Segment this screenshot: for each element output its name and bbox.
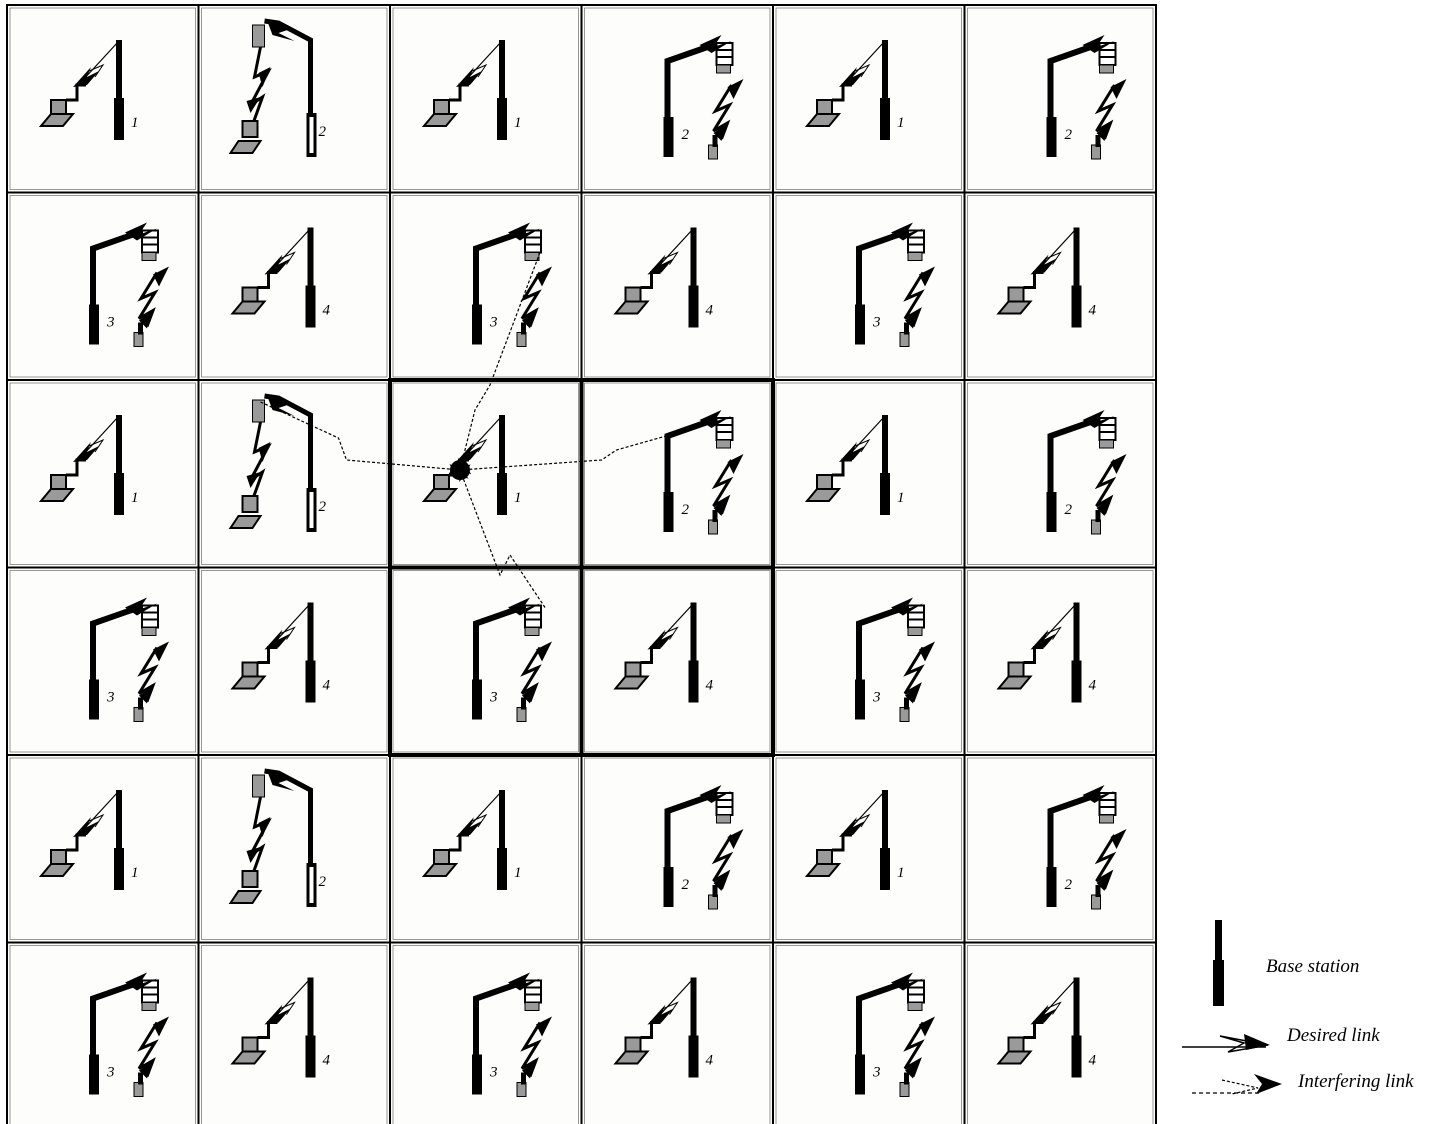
- cell-number-label: 4: [1089, 303, 1097, 319]
- cell-number-label: 1: [131, 865, 139, 881]
- cell-r5-c4: 2: [582, 755, 774, 943]
- cell-r4-c6: 4: [965, 568, 1157, 756]
- cell-number-label: 4: [706, 303, 714, 319]
- cell-r4-c1: 3: [7, 568, 199, 756]
- legend-interfering-link-icon: [1192, 1074, 1282, 1094]
- cell-r3-c4: 2: [582, 380, 774, 568]
- cell-r3-c6: 2: [965, 380, 1157, 568]
- cell-number-label: 2: [1065, 877, 1073, 893]
- cell-number-label: 4: [1089, 1053, 1097, 1069]
- cell-r2-c6: 4: [965, 193, 1157, 381]
- cell-r3-c2: 2: [199, 380, 391, 568]
- interference-hit-marker: [450, 460, 470, 480]
- cell-number-label: 3: [872, 1065, 881, 1081]
- cell-r2-c5: 3: [773, 193, 965, 381]
- cell-r6-c6: 4: [965, 943, 1157, 1124]
- cell-number-label: 1: [131, 115, 139, 131]
- cell-number-label: 2: [682, 502, 690, 518]
- cell-r6-c5: 3: [773, 943, 965, 1124]
- cell-number-label: 3: [106, 1065, 115, 1081]
- cell-r1-c1: 1: [7, 5, 199, 193]
- cell-r2-c3: 3: [390, 193, 582, 381]
- cell-r2-c2: 4: [199, 193, 391, 381]
- cell-r6-c2: 4: [199, 943, 391, 1124]
- cell-r6-c1: 3: [7, 943, 199, 1124]
- cell-r5-c2: 2: [199, 755, 391, 943]
- cell-number-label: 3: [106, 315, 115, 331]
- legend-desired-link-icon: [1182, 1034, 1270, 1052]
- legend-base-station-icon: [1213, 920, 1224, 1006]
- cell-number-label: 2: [682, 877, 690, 893]
- cell-number-label: 2: [319, 499, 327, 515]
- cell-number-label: 1: [897, 490, 905, 506]
- cell-number-label: 3: [489, 315, 498, 331]
- cell-r3-c3: 1: [390, 380, 582, 568]
- cell-r4-c3: 3: [390, 568, 582, 756]
- cell-r6-c4: 4: [582, 943, 774, 1124]
- cell-r5-c6: 2: [965, 755, 1157, 943]
- cell-number-label: 2: [682, 127, 690, 143]
- cell-number-label: 3: [872, 690, 881, 706]
- cell-number-label: 1: [514, 865, 522, 881]
- legend: Base station Desired link Interfering li…: [1182, 920, 1414, 1094]
- cell-number-label: 4: [323, 678, 331, 694]
- cell-number-label: 4: [323, 303, 331, 319]
- cell-number-label: 2: [1065, 502, 1073, 518]
- cell-r1-c6: 2: [965, 5, 1157, 193]
- cell-r3-c1: 1: [7, 380, 199, 568]
- cell-r1-c2: 2: [199, 5, 391, 193]
- cell-number-label: 4: [706, 678, 714, 694]
- cell-number-label: 3: [106, 690, 115, 706]
- cell-number-label: 1: [897, 115, 905, 131]
- cell-number-label: 1: [514, 115, 522, 131]
- cell-number-label: 3: [489, 1065, 498, 1081]
- cell-r1-c5: 1: [773, 5, 965, 193]
- cell-number-label: 4: [706, 1053, 714, 1069]
- cell-r5-c1: 1: [7, 755, 199, 943]
- cell-number-label: 2: [1065, 127, 1073, 143]
- cells-layer: 1 2 1 2 1 2 3 4 3 4 3 4 1 2 1 2 1 2 3 4 3 4 3 4 1 2 1 2 1 2 3 4 3 4 3 4: [7, 5, 1156, 1124]
- cell-r4-c2: 4: [199, 568, 391, 756]
- cell-r5-c5: 1: [773, 755, 965, 943]
- cell-r2-c1: 3: [7, 193, 199, 381]
- cell-number-label: 2: [319, 124, 327, 140]
- cell-r2-c4: 4: [582, 193, 774, 381]
- cell-r1-c4: 2: [582, 5, 774, 193]
- cell-number-label: 2: [319, 874, 327, 890]
- cell-r1-c3: 1: [390, 5, 582, 193]
- cell-number-label: 3: [489, 690, 498, 706]
- cell-number-label: 4: [323, 1053, 331, 1069]
- cell-r3-c5: 1: [773, 380, 965, 568]
- cell-number-label: 3: [872, 315, 881, 331]
- cell-number-label: 1: [514, 490, 522, 506]
- cell-number-label: 1: [131, 490, 139, 506]
- cell-r6-c3: 3: [390, 943, 582, 1124]
- legend-base-station-label: Base station: [1266, 956, 1359, 977]
- cell-number-label: 1: [897, 865, 905, 881]
- cell-r4-c5: 3: [773, 568, 965, 756]
- legend-desired-link-label: Desired link: [1286, 1025, 1380, 1046]
- cell-r5-c3: 1: [390, 755, 582, 943]
- legend-interfering-link-label: Interfering link: [1297, 1071, 1414, 1092]
- cell-r4-c4: 4: [582, 568, 774, 756]
- cell-number-label: 4: [1089, 678, 1097, 694]
